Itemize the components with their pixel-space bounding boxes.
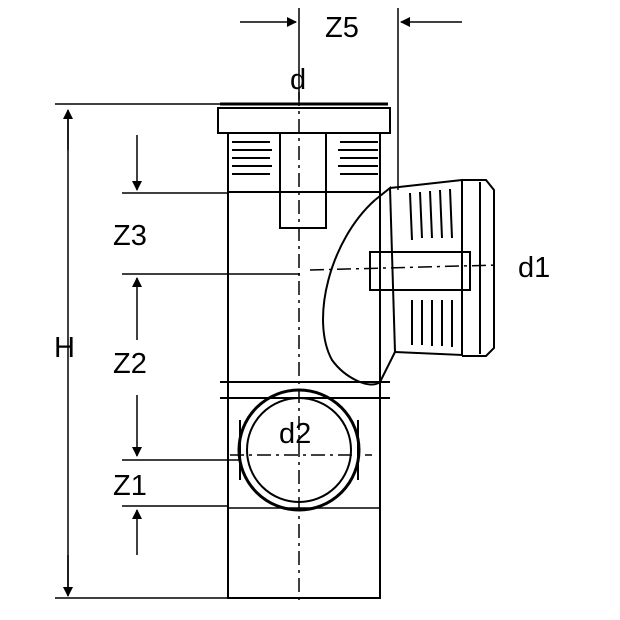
label-h: H xyxy=(54,332,75,364)
pipe-body-outline xyxy=(217,102,495,599)
dimension-lines xyxy=(55,8,462,599)
label-z1: Z1 xyxy=(113,470,147,502)
label-d1: d1 xyxy=(518,252,551,284)
label-z2: Z2 xyxy=(113,348,147,380)
centre-lines xyxy=(230,92,499,604)
label-z5: Z5 xyxy=(325,12,359,44)
label-z3: Z3 xyxy=(113,220,147,252)
label-d: d xyxy=(290,64,307,96)
label-d2: d2 xyxy=(279,418,312,450)
